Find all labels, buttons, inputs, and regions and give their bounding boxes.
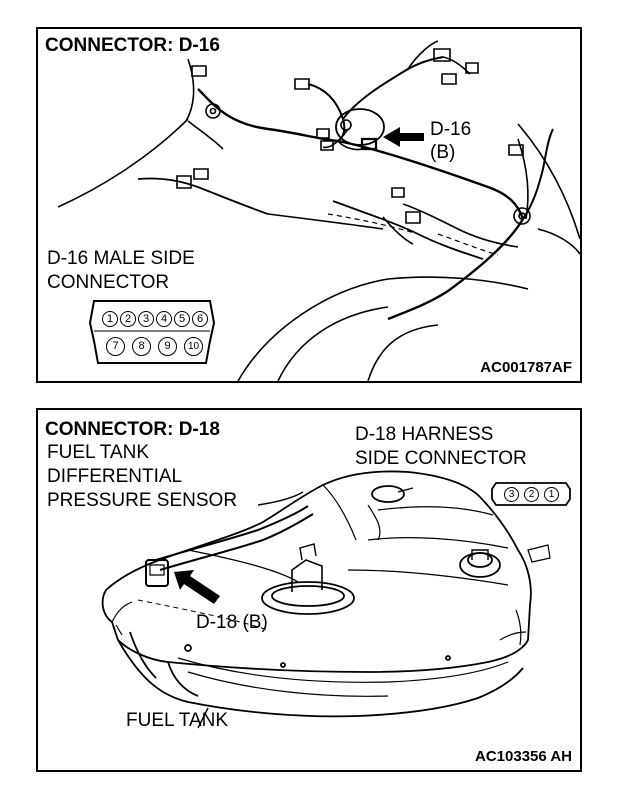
d16-pin: 8 [132,337,151,356]
d18-sensor-label-line2: DIFFERENTIAL [47,466,183,487]
d16-pin: 10 [184,337,203,356]
fuel-tank-label: FUEL TANK [126,710,229,731]
connector-d18-panel: CONNECTOR: D-18 FUEL TANK DIFFERENTIAL P… [36,408,582,772]
d16-pin: 2 [120,311,136,327]
d16-pin: 3 [138,311,154,327]
d18-callout-label: D-18 (B) [196,612,268,633]
d18-pin: 3 [504,487,519,502]
d16-pin: 6 [192,311,208,327]
d18-figure-code: AC103356 AH [475,748,572,765]
d16-male-side-label-line2: CONNECTOR [47,272,170,293]
d16-pin: 1 [102,311,118,327]
d16-callout-label: D-16 [430,119,472,140]
d16-pin: 9 [158,337,177,356]
d16-wiring-harness-illustration [38,29,580,381]
d18-harness-label-line2: SIDE CONNECTOR [355,448,527,469]
d16-callout-sub-label: (B) [430,142,456,163]
d16-panel-title: CONNECTOR: D-16 [45,35,220,56]
d16-pin: 7 [106,337,125,356]
d18-sensor-label: FUEL TANK [47,442,150,463]
connector-d16-panel: CONNECTOR: D-16 D-16 (B) D-16 MALE SIDE … [36,27,582,383]
d16-arrow-icon [383,127,424,147]
d18-sensor-label-line3: PRESSURE SENSOR [47,490,238,511]
d16-pin: 5 [174,311,190,327]
d18-harness-label: D-18 HARNESS [355,424,494,445]
d16-figure-code: AC001787AF [480,359,572,376]
d18-pin: 2 [524,487,539,502]
d16-male-side-label: D-16 MALE SIDE [47,248,195,269]
d16-pin: 4 [156,311,172,327]
d18-pin: 1 [544,487,559,502]
d18-arrow-icon [174,570,220,604]
d18-panel-title: CONNECTOR: D-18 [45,419,220,440]
